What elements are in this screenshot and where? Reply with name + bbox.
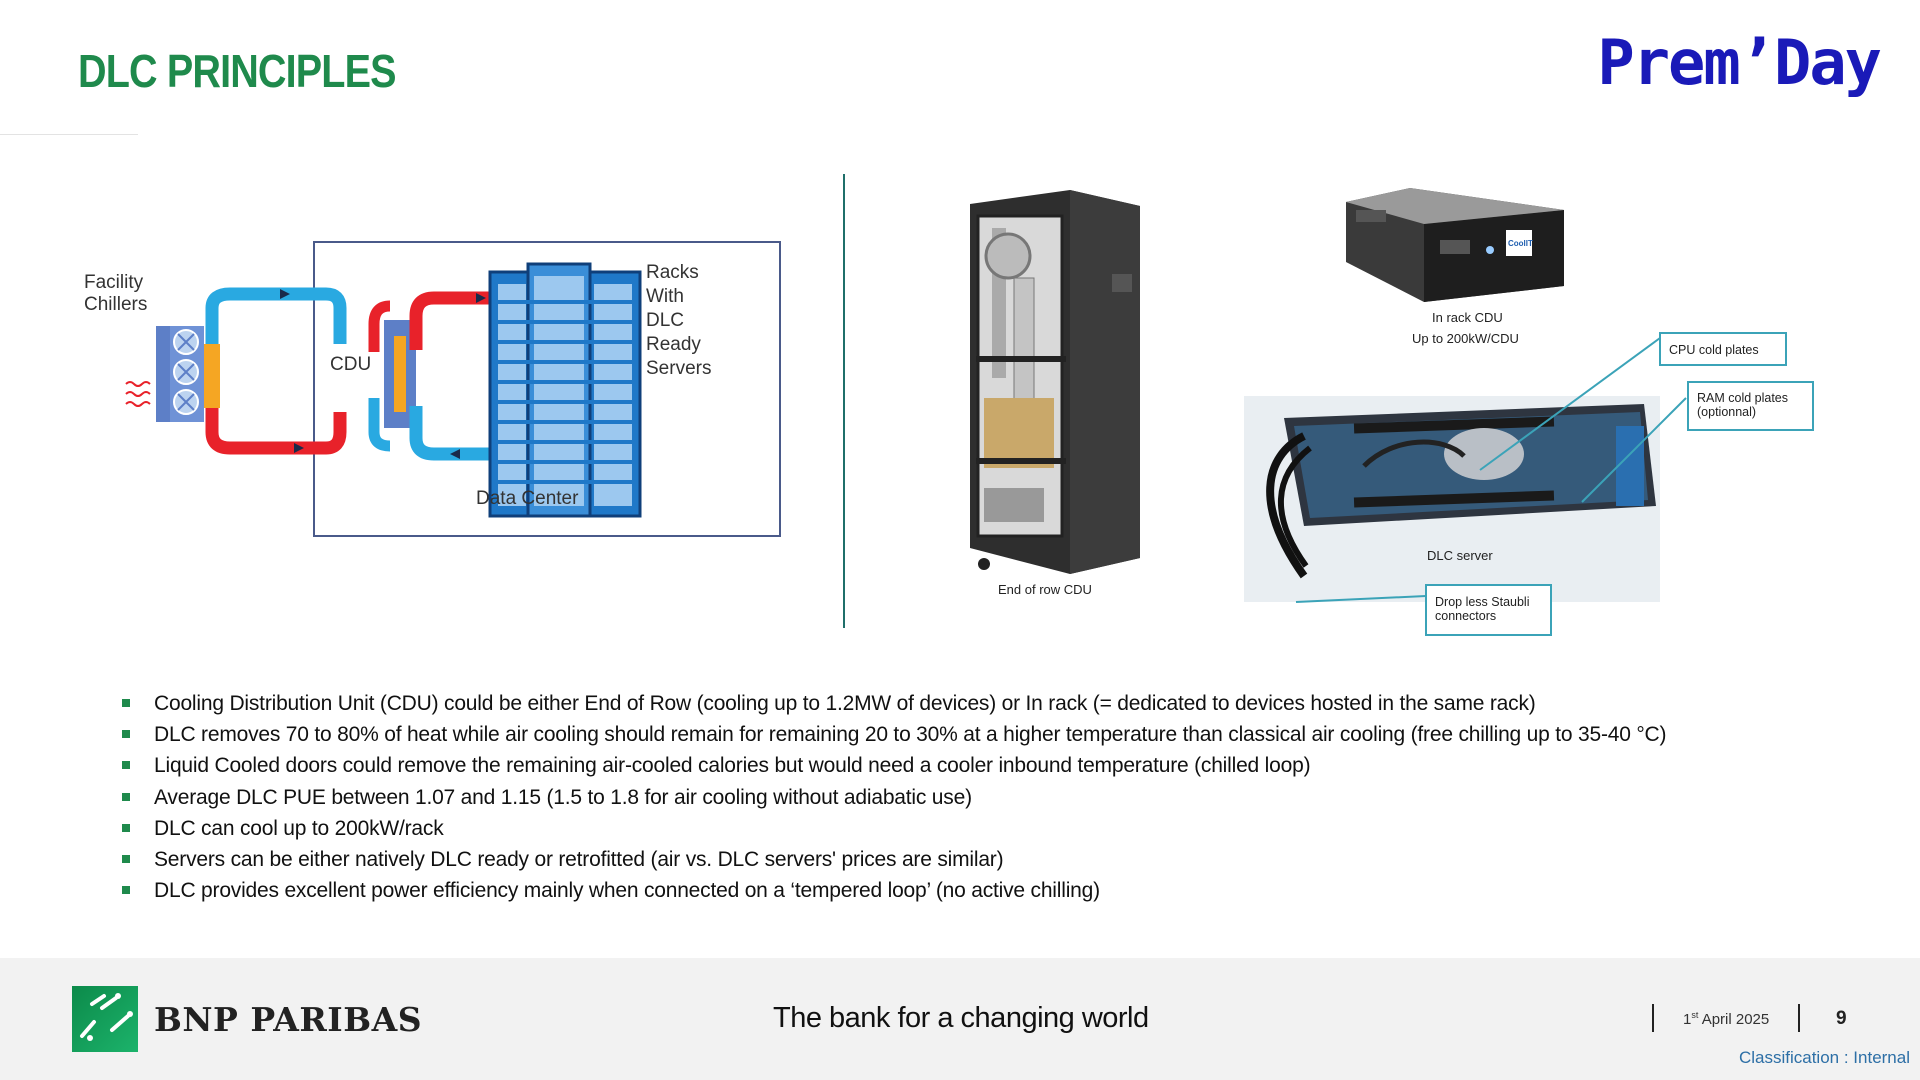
list-item: Liquid Cooled doors could remove the rem… xyxy=(120,750,1666,781)
classification-label: Classification : Internal xyxy=(1738,1048,1910,1067)
section-divider xyxy=(843,174,845,628)
end-of-row-cdu-caption: End of row CDU xyxy=(998,582,1092,597)
dlc-server-caption: DLC server xyxy=(1427,548,1493,563)
principles-bullet-list: Cooling Distribution Unit (CDU) could be… xyxy=(120,688,1667,906)
footer-separator xyxy=(1652,1004,1654,1032)
list-item: Average DLC PUE between 1.07 and 1.15 (1… xyxy=(120,782,1666,813)
title-underline xyxy=(0,134,138,135)
bnp-paribas-logo-icon xyxy=(72,986,138,1052)
in-rack-cdu-image: CoolIT xyxy=(1346,188,1564,302)
data-center-box xyxy=(313,241,781,537)
bullet-square-icon xyxy=(122,761,130,770)
bullet-square-icon xyxy=(122,823,130,832)
list-item: DLC removes 70 to 80% of heat while air … xyxy=(120,719,1667,750)
bullet-square-icon xyxy=(122,699,130,707)
list-item: DLC provides excellent power efficiency … xyxy=(120,875,1666,906)
presentation-date: 1st April 2025 xyxy=(1683,1010,1770,1028)
bnp-paribas-name: BNP PARIBAS xyxy=(154,1000,423,1039)
end-of-row-cdu-image xyxy=(970,190,1140,574)
in-rack-cdu-caption-title: In rack CDU xyxy=(1432,310,1503,325)
hot-loop-secondary xyxy=(409,291,490,350)
bullet-square-icon xyxy=(122,855,130,864)
racks-label: Racks With DLC Ready Servers xyxy=(646,262,711,379)
coolit-badge: CoolIT xyxy=(1508,239,1533,248)
bullet-square-icon xyxy=(122,792,130,801)
cold-loop-primary xyxy=(205,287,347,346)
footer-separator xyxy=(1798,1004,1800,1032)
slide-footer: BNP PARIBAS The bank for a changing worl… xyxy=(0,958,1920,1080)
facility-chillers-label: Facility Chillers xyxy=(84,272,148,315)
bullet-square-icon xyxy=(122,886,130,895)
bullet-square-icon xyxy=(122,730,130,739)
list-item: Cooling Distribution Unit (CDU) could be… xyxy=(120,688,1666,719)
data-center-label: Data Center xyxy=(476,488,579,509)
staubli-connectors-callout: Drop less Staubli connectors xyxy=(1425,584,1552,636)
cpu-cold-plates-callout: CPU cold plates xyxy=(1659,332,1787,366)
rack-cluster xyxy=(488,262,642,518)
list-item: Servers can be either natively DLC ready… xyxy=(120,844,1666,875)
in-rack-cdu-caption-capacity: Up to 200kW/CDU xyxy=(1412,331,1519,346)
cdu-label: CDU xyxy=(330,354,371,375)
slide-title: DLC PRINCIPLES xyxy=(78,45,397,97)
premday-logo: Prem’Day xyxy=(1597,26,1882,99)
bank-tagline: The bank for a changing world xyxy=(773,1002,1149,1034)
list-item: DLC can cool up to 200kW/rack xyxy=(120,813,1666,844)
dlc-server-image xyxy=(1244,396,1660,602)
page-number: 9 xyxy=(1836,1008,1847,1029)
ram-cold-plates-callout: RAM cold plates (optionnal) xyxy=(1687,381,1814,431)
dlc-cooling-diagram: Facility Chillers CDU Racks With DLC Rea… xyxy=(84,241,781,537)
cold-loop-secondary xyxy=(409,406,490,461)
heat-waves-icon xyxy=(125,381,151,407)
hot-loop-primary xyxy=(205,406,347,455)
